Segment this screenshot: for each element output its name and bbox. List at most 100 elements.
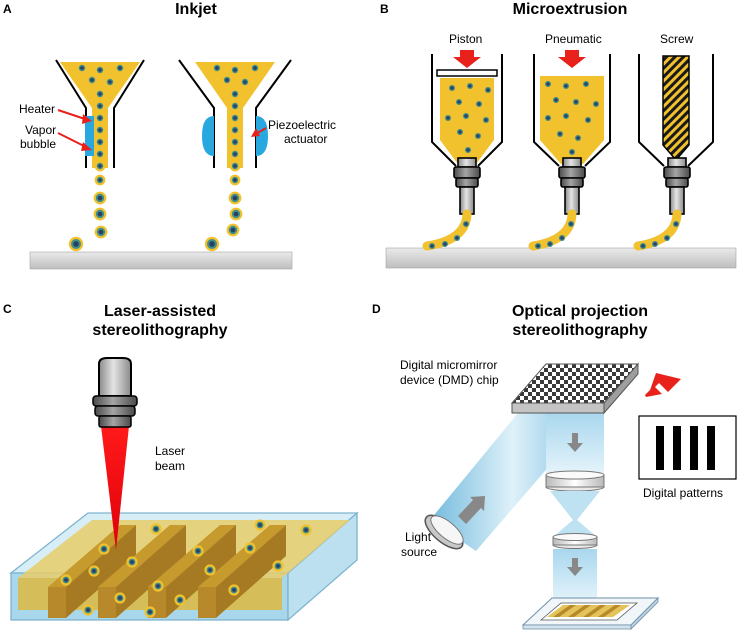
panel-c-laser [9, 357, 359, 622]
digital-patterns-label: Digital patterns [643, 486, 724, 500]
extruded-strands [422, 209, 682, 251]
cell [467, 83, 473, 89]
cell [114, 592, 126, 604]
dmd-label-2: device (DMD) chip [400, 373, 499, 387]
cell [483, 117, 489, 123]
cell [593, 101, 599, 107]
light-source-label-1: Light [405, 530, 432, 544]
gray-arrow-down-2 [567, 558, 583, 576]
pneumatic-extruder [533, 50, 611, 167]
piston-arrow [453, 50, 481, 68]
build-plate [521, 597, 660, 630]
panel-a-letter: A [3, 2, 12, 16]
cell [98, 543, 110, 555]
cell [93, 207, 107, 221]
cell [563, 83, 569, 89]
cell [229, 64, 241, 76]
cell [192, 545, 204, 557]
panel-b-title: Microextrusion [512, 1, 628, 18]
heater-element [85, 116, 94, 156]
cell [221, 74, 233, 86]
tank-cells [60, 519, 312, 618]
vapor-bubble-label-2: bubble [20, 137, 57, 151]
panel-b-microextrusion [385, 50, 737, 269]
dmd-chip [510, 362, 640, 415]
laser-beam-label-1: Laser [155, 444, 186, 458]
cell [94, 174, 106, 186]
cell [244, 542, 256, 554]
cell [557, 131, 563, 137]
cell [228, 584, 240, 596]
cell [93, 191, 107, 205]
cell [86, 74, 98, 86]
cell [456, 99, 462, 105]
cell [94, 100, 106, 112]
gray-arrow-down-1 [567, 433, 583, 452]
cell [104, 76, 116, 88]
piezo-label-1: Piezoelectric [268, 118, 337, 132]
piston-plate [436, 69, 498, 77]
panel-c-title-1: Laser-assisted [103, 303, 217, 320]
cell [229, 136, 241, 148]
panel-c-letter: C [3, 302, 12, 316]
cell [94, 148, 106, 160]
screw-label: Screw [660, 32, 694, 46]
cell [229, 207, 243, 221]
panel-d-letter: D [372, 302, 381, 316]
cell [229, 100, 241, 112]
cell [300, 524, 312, 536]
laser-beam [101, 426, 129, 550]
cell [144, 606, 156, 618]
cell [229, 160, 241, 172]
focus-cone [550, 491, 600, 520]
panel-a-title: Inkjet [175, 1, 217, 18]
cell [445, 115, 451, 121]
cell [575, 135, 581, 141]
cell [254, 519, 266, 531]
cell [547, 241, 553, 247]
piston-extruder [431, 50, 503, 167]
cell [150, 523, 162, 535]
cell [545, 81, 551, 87]
panel-d-optical [424, 362, 737, 630]
vapor-bubble-label-1: Vapor [25, 123, 57, 137]
digital-pattern-box [638, 415, 737, 480]
cell [174, 594, 186, 606]
cell [229, 148, 241, 160]
cell [94, 136, 106, 148]
cell [272, 560, 284, 572]
cell [76, 62, 88, 74]
cell [568, 221, 574, 227]
cell [475, 133, 481, 139]
cell [442, 241, 448, 247]
panel-a-inkjet [29, 59, 293, 270]
pneumatic-arrow [558, 50, 586, 68]
piston-label: Piston [449, 32, 483, 46]
cell [229, 112, 241, 124]
printed-hydrogel-bars [48, 525, 286, 618]
panel-c-title-2: stereolithography [92, 322, 228, 339]
substrate [385, 247, 737, 269]
red-arrow-patterns [646, 373, 681, 396]
screw-extruder [638, 54, 714, 167]
cell [476, 101, 482, 107]
dmd-label-1: Digital micromirror [400, 358, 498, 372]
cell [573, 99, 579, 105]
cell [204, 236, 220, 252]
cell [94, 64, 106, 76]
piezo-actuator-left [202, 116, 214, 156]
cell [239, 76, 251, 88]
cell [249, 62, 261, 74]
piezo-label-2: actuator [284, 132, 328, 146]
projection-lens-upper [545, 470, 605, 492]
cell [226, 223, 240, 237]
cell [457, 129, 463, 135]
piezo-actuator-right [256, 116, 268, 156]
cell [204, 564, 216, 576]
cell [211, 62, 223, 74]
cell [559, 235, 565, 241]
projection-lens-lower [552, 533, 598, 549]
cell [94, 88, 106, 100]
panel-d-title-1: Optical projection [511, 303, 648, 320]
